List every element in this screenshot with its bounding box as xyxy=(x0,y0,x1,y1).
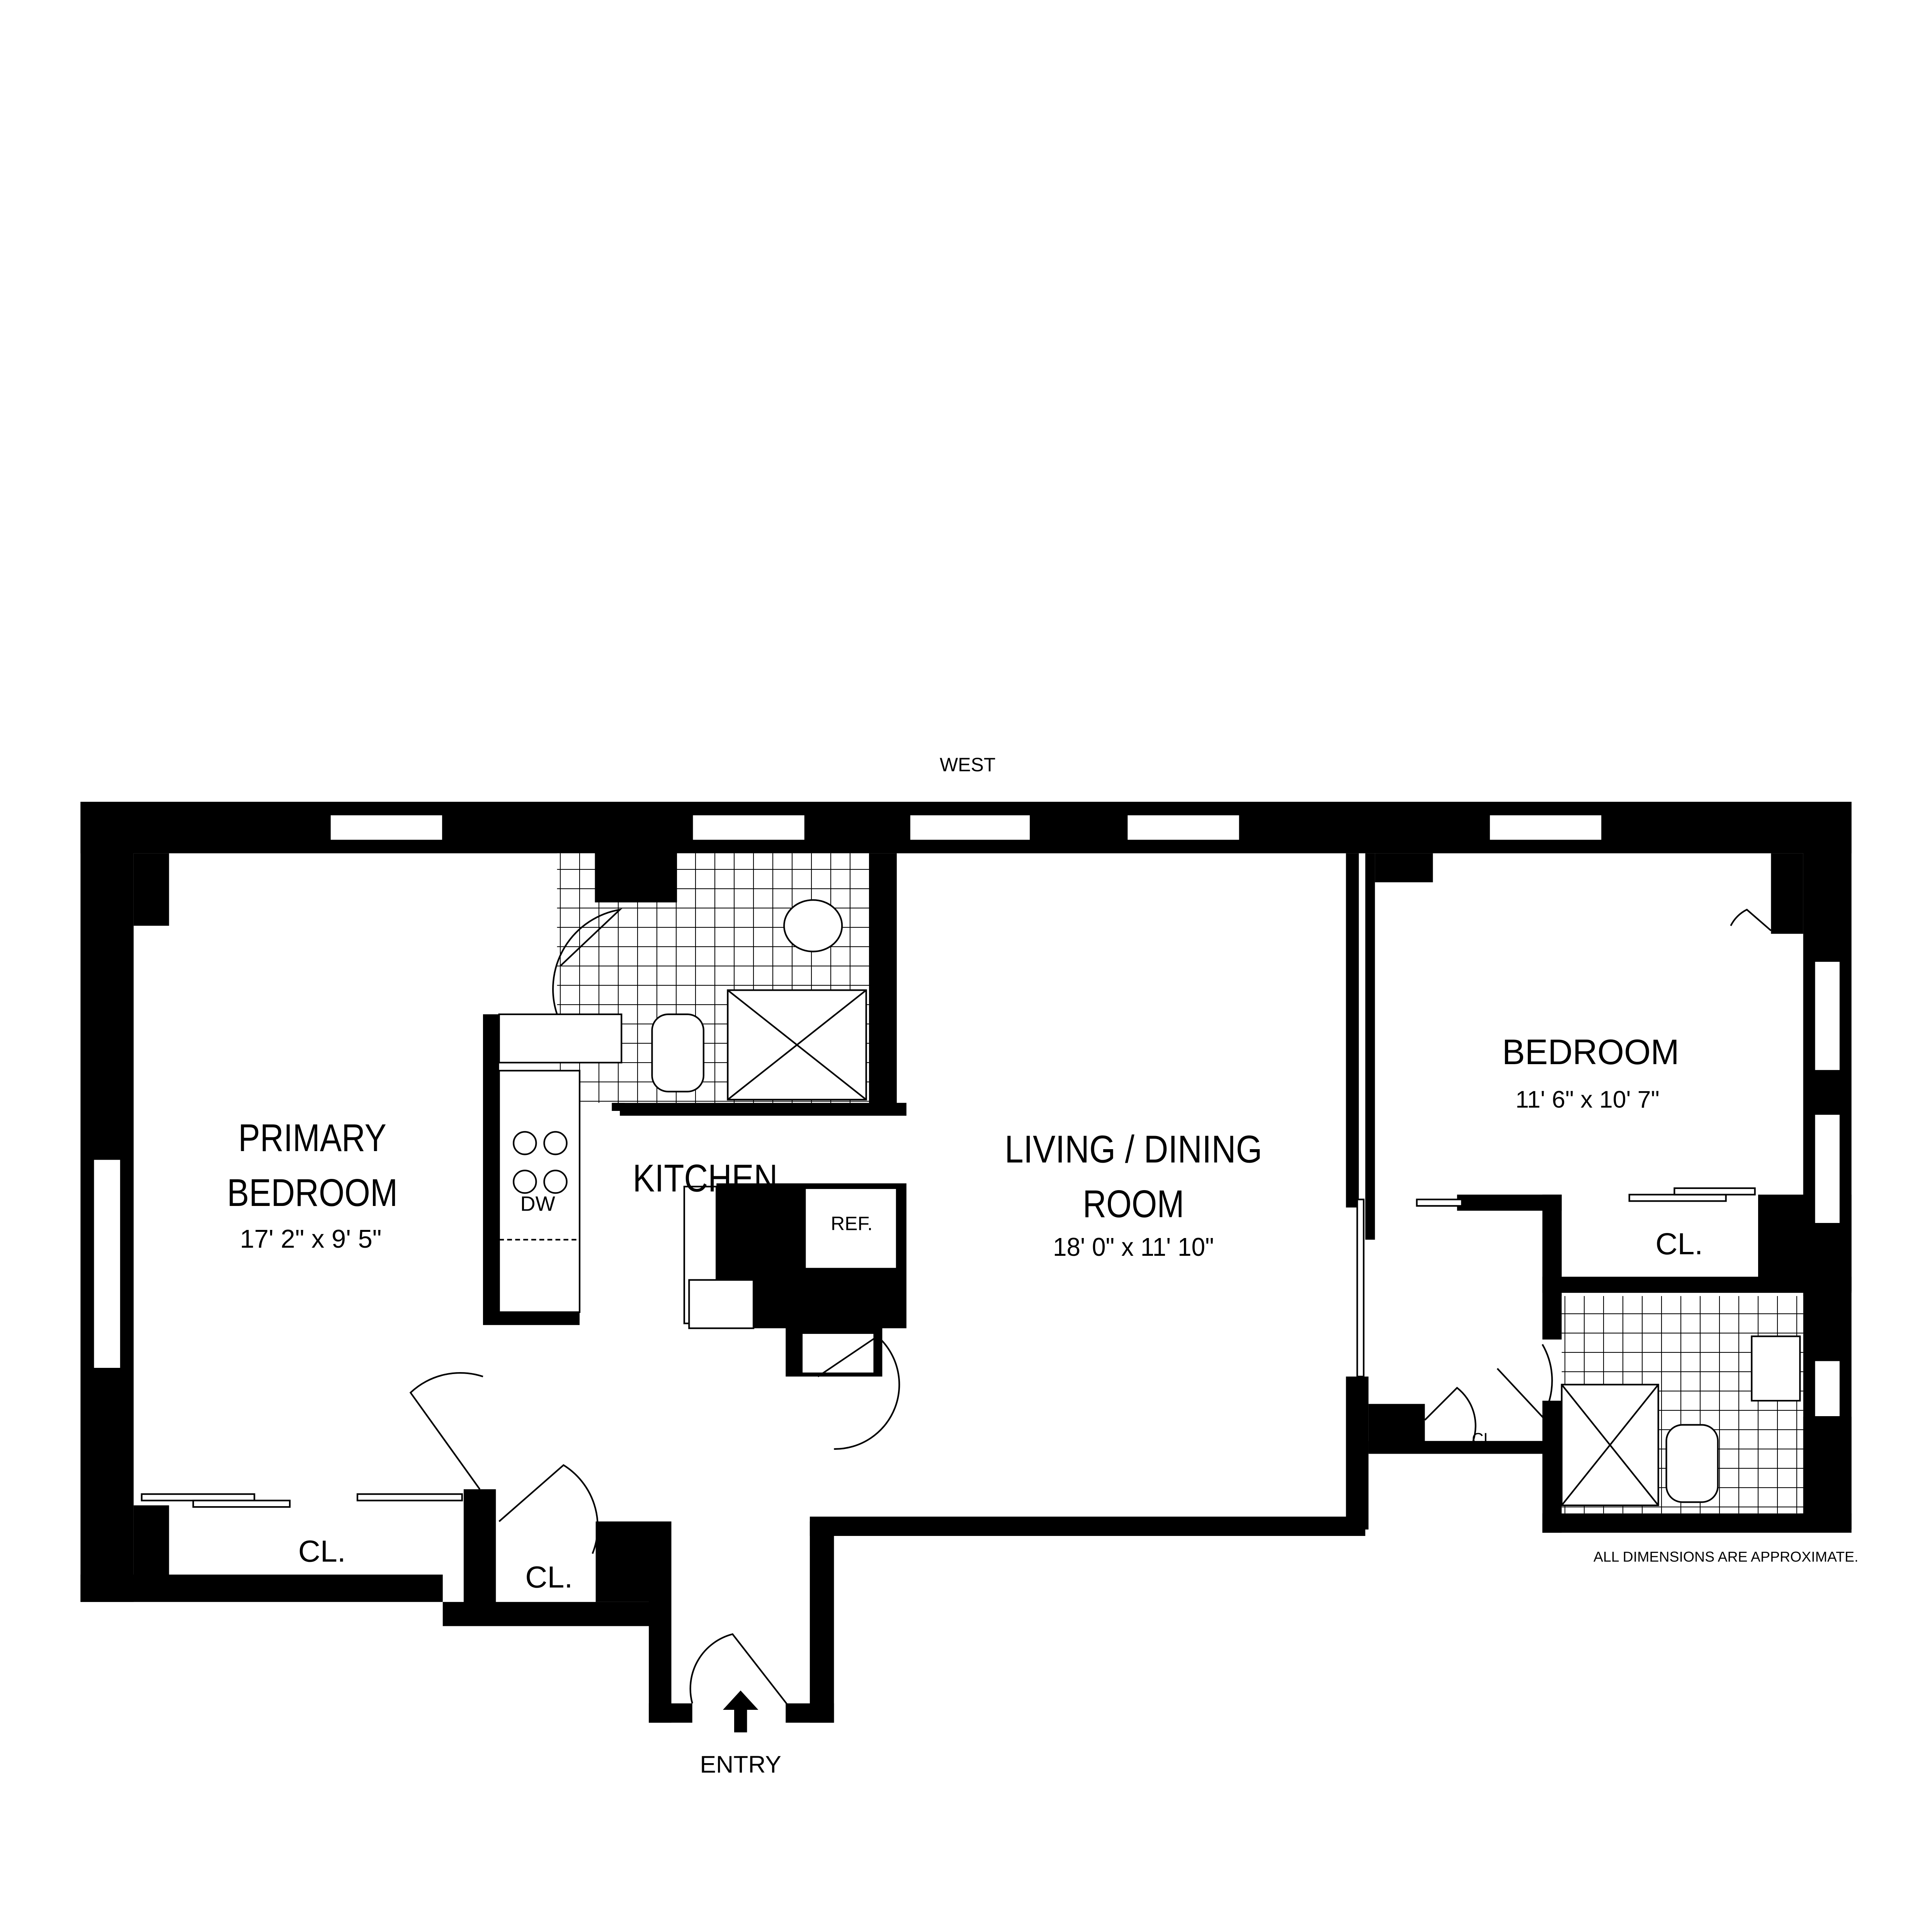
kitchen-label: KITCHEN xyxy=(633,1156,777,1200)
refrigerator-label: REF. xyxy=(831,1213,872,1234)
burner-icon xyxy=(513,1170,537,1194)
bedroom-dimensions: 11' 6" x 10' 7" xyxy=(1515,1086,1660,1113)
window xyxy=(692,814,806,841)
living-dining-label: LIVING / DINING xyxy=(1005,1128,1262,1171)
door-swing xyxy=(552,908,622,1015)
primary-bedroom-label: PRIMARY xyxy=(238,1116,386,1160)
closet-label: CL. xyxy=(298,1534,346,1568)
door-swing xyxy=(689,1633,790,1707)
door-swing xyxy=(409,1372,483,1490)
refrigerator xyxy=(804,1187,898,1270)
burner-icon xyxy=(543,1170,568,1194)
window xyxy=(1814,1360,1841,1418)
window xyxy=(909,814,1031,841)
burner-icon xyxy=(543,1131,568,1155)
walls xyxy=(80,802,1852,1723)
door-swing xyxy=(1730,908,1772,931)
door-swing xyxy=(1497,1344,1553,1418)
orientation-label: WEST xyxy=(940,754,995,776)
closet-label: CL. xyxy=(1472,1430,1497,1448)
toilet-icon xyxy=(651,1013,704,1093)
entry-arrow-icon xyxy=(723,1690,759,1733)
closet-label: CL. xyxy=(1773,906,1798,924)
window xyxy=(1488,814,1603,841)
door-swing xyxy=(498,1464,599,1554)
dimensions-footnote: ALL DIMENSIONS ARE APPROXIMATE. xyxy=(1594,1549,1859,1565)
sink-icon xyxy=(783,899,843,952)
primary-bedroom-dimensions: 17' 2" x 9' 5" xyxy=(240,1225,382,1253)
window xyxy=(329,814,444,841)
kitchen-sink-icon xyxy=(688,1279,755,1329)
bedroom-label: BEDROOM xyxy=(1502,1032,1679,1072)
doors xyxy=(409,908,1772,1707)
closet-label: CL. xyxy=(525,1560,573,1594)
closet-label: CL. xyxy=(1655,1226,1703,1261)
living-dining-label: ROOM xyxy=(1083,1182,1184,1226)
living-dining-dimensions: 18' 0" x 11' 10" xyxy=(1053,1233,1214,1262)
closet-label: CL. xyxy=(825,1301,872,1335)
toilet-icon xyxy=(1665,1424,1719,1503)
windows xyxy=(93,814,1841,1418)
labels: WEST PRIMARY BEDROOM 17' 2" x 9' 5" KITC… xyxy=(227,754,1859,1778)
fixtures xyxy=(141,852,1803,1514)
door-swing xyxy=(817,1335,900,1450)
sink-icon xyxy=(1751,1335,1801,1402)
window xyxy=(1126,814,1240,841)
window xyxy=(93,1158,122,1369)
door-swing xyxy=(1424,1386,1476,1441)
entry-label: ENTRY xyxy=(700,1751,781,1778)
burner-icon xyxy=(513,1131,537,1155)
primary-bedroom-label: BEDROOM xyxy=(227,1171,398,1214)
dishwasher-label: DW xyxy=(520,1192,555,1215)
window xyxy=(1814,1113,1841,1225)
window xyxy=(1814,960,1841,1071)
